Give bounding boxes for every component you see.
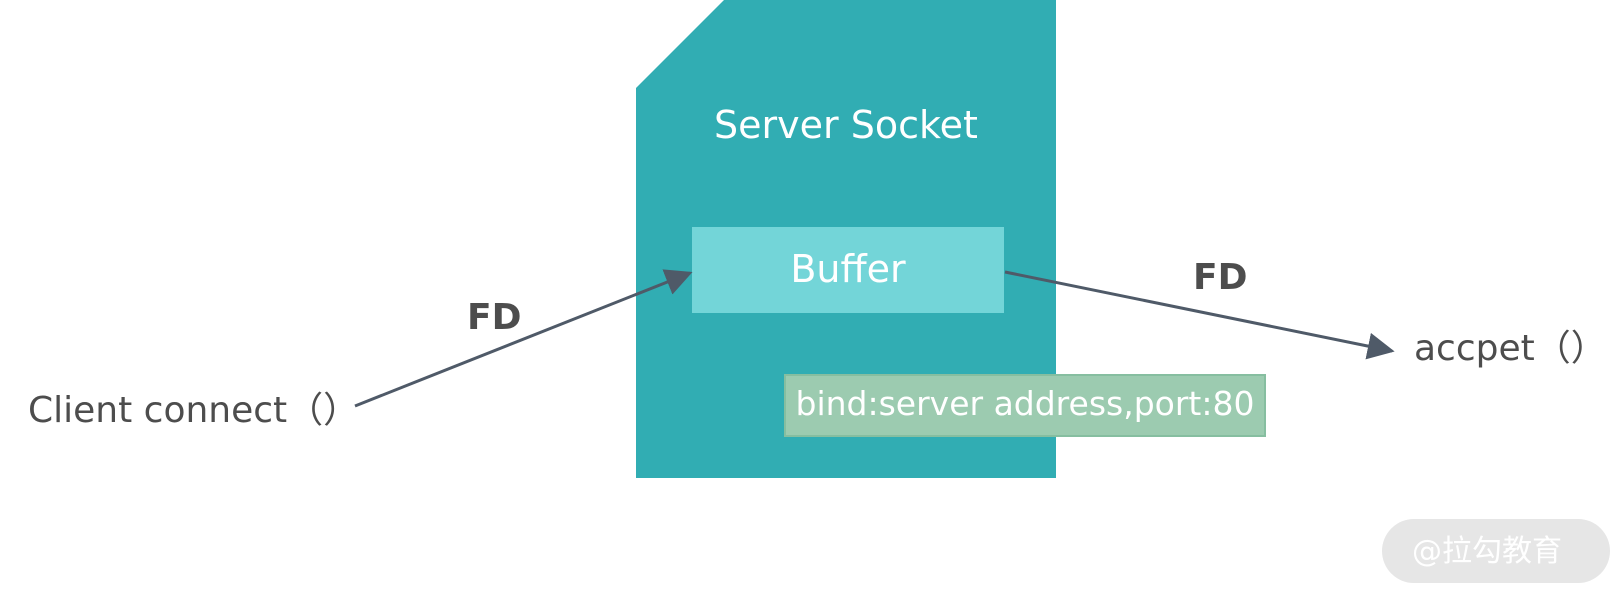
client-to-buffer-arrow: [354, 269, 693, 408]
buffer-to-accept-arrow: [1004, 270, 1395, 360]
buffer-box: [692, 227, 1004, 313]
watermark-text: @拉勾教育: [1412, 534, 1562, 569]
server-socket-title: Server Socket: [714, 103, 978, 147]
client-connect-label: Client connect（）: [28, 390, 360, 431]
fd-label-left: FD: [467, 297, 522, 338]
bind-box: [784, 374, 1266, 437]
accept-label: accpet（）: [1414, 328, 1607, 369]
fd-label-right: FD: [1193, 257, 1248, 298]
buffer-label: Buffer: [790, 247, 906, 291]
watermark-pill: [1382, 519, 1610, 583]
bind-label: bind:server address,port:80: [795, 384, 1255, 423]
